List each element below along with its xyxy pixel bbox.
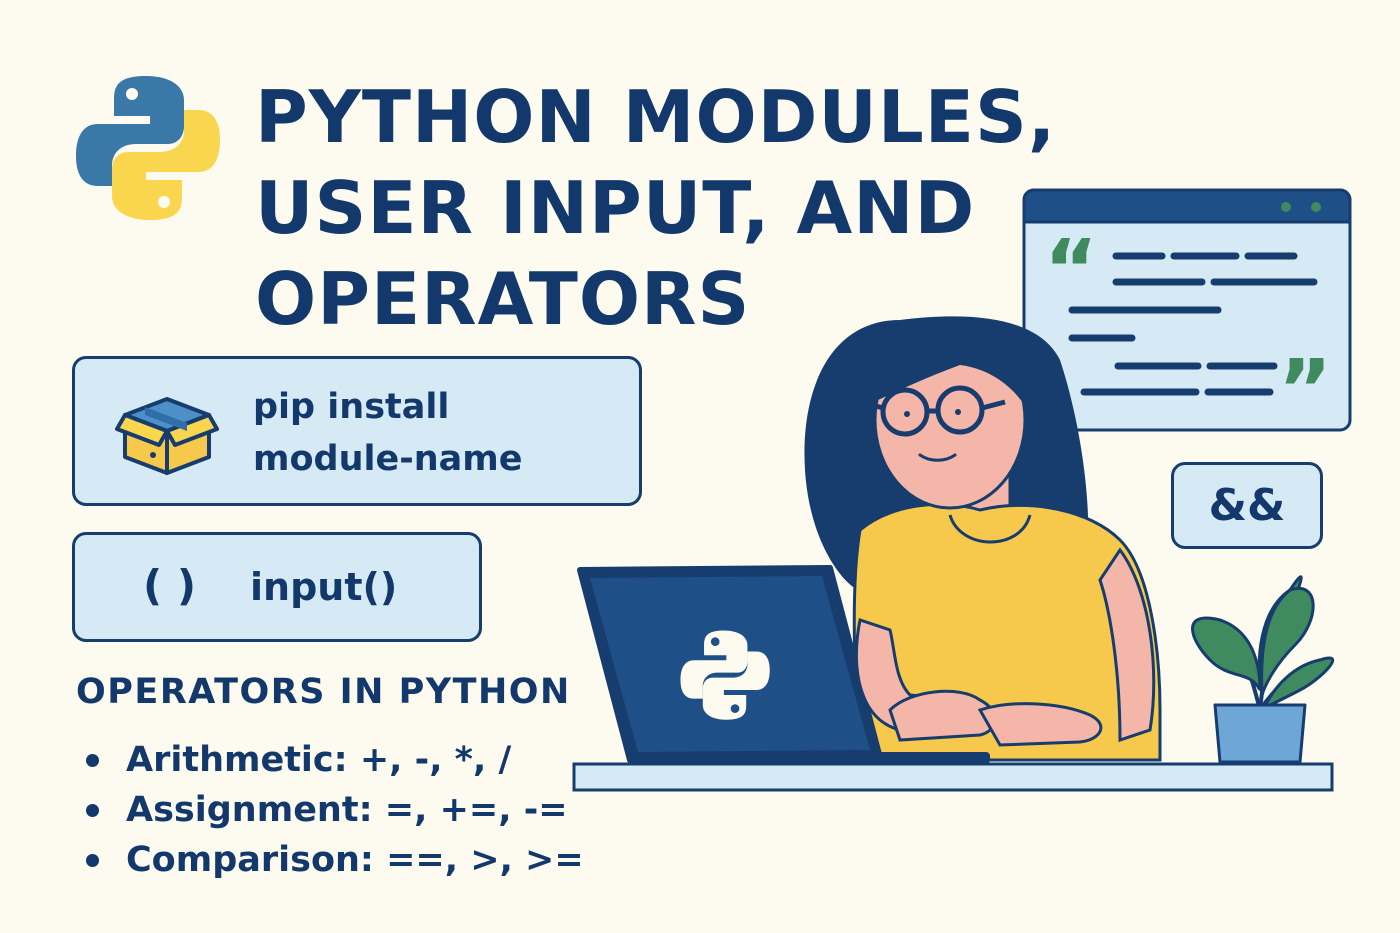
input-function-card: ( ) input() xyxy=(72,532,482,642)
developer-illustration xyxy=(572,316,1335,792)
open-quote-icon: “ xyxy=(1044,223,1098,318)
package-box-icon xyxy=(115,397,219,475)
parentheses-icon: ( ) xyxy=(143,561,197,610)
logical-and-badge: && xyxy=(1171,462,1323,549)
bullet-icon xyxy=(86,754,99,767)
pip-command-line-1: pip install xyxy=(253,387,450,427)
operators-heading: OPERATORS IN PYTHON xyxy=(76,672,571,712)
pip-command-line-2: module-name xyxy=(253,439,523,479)
title-line-2: USER INPUT, AND xyxy=(255,166,976,250)
operator-comparison: Comparison: ==, >, >= xyxy=(126,840,584,880)
list-item: Assignment: =, +=, -= xyxy=(78,785,584,835)
operator-assignment: Assignment: =, +=, -= xyxy=(126,790,568,830)
input-function-label: input() xyxy=(250,565,398,609)
pip-install-command: pip install module-name xyxy=(253,381,523,485)
operator-arithmetic: Arithmetic: +, -, *, / xyxy=(126,740,512,780)
close-quote-icon: ” xyxy=(1278,343,1332,438)
title-line-3: OPERATORS xyxy=(255,257,751,341)
python-logo-icon xyxy=(76,76,220,220)
list-item: Arithmetic: +, -, *, / xyxy=(78,735,584,785)
list-item: Comparison: ==, >, >= xyxy=(78,835,584,885)
title-line-1: PYTHON MODULES, xyxy=(255,75,1057,159)
bullet-icon xyxy=(86,804,99,817)
code-window-illustration xyxy=(1022,188,1352,432)
operators-list: Arithmetic: +, -, *, / Assignment: =, +=… xyxy=(78,735,584,885)
page-title: PYTHON MODULES, USER INPUT, AND OPERATOR… xyxy=(255,72,1057,345)
pip-install-card: pip install module-name xyxy=(72,356,642,506)
bullet-icon xyxy=(86,854,99,867)
